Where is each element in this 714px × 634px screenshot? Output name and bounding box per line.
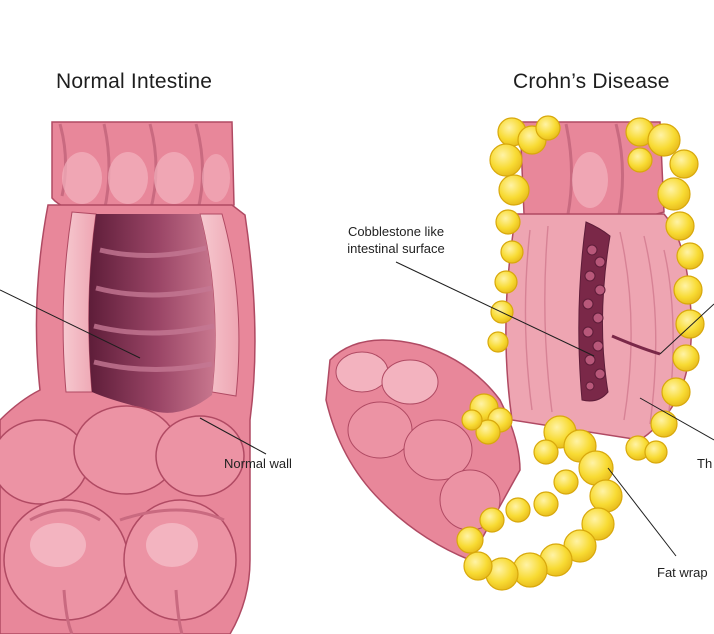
normal-wall-label: Normal wall <box>224 456 292 471</box>
crohns-intestine <box>325 115 714 591</box>
cobblestone-label-line2: intestinal surface <box>347 241 445 256</box>
fat-wrapping <box>456 115 705 591</box>
cobblestone-label: Cobblestone like intestinal surface <box>336 223 456 257</box>
normal-intestine <box>0 121 267 634</box>
fissure-leader-line <box>659 303 714 355</box>
normal-lumen <box>88 214 216 413</box>
fissure <box>611 334 661 356</box>
crohns-disease-title: Crohn’s Disease <box>513 70 670 93</box>
normal-wall-leader-line <box>199 417 267 455</box>
thickened-wall-leader-line <box>639 397 714 441</box>
fat-wrapping-leader-line <box>607 467 677 557</box>
fat-wrapping-label: Fat wrap <box>657 565 708 580</box>
thickened-wall-label: Th <box>697 456 713 471</box>
cobblestone-leader-line <box>395 261 595 357</box>
normal-intestine-title: Normal Intestine <box>56 70 213 93</box>
lumen-leader-line <box>0 289 141 359</box>
cobblestone-surface <box>582 244 606 391</box>
cobblestone-label-line1: Cobblestone like <box>347 224 445 239</box>
